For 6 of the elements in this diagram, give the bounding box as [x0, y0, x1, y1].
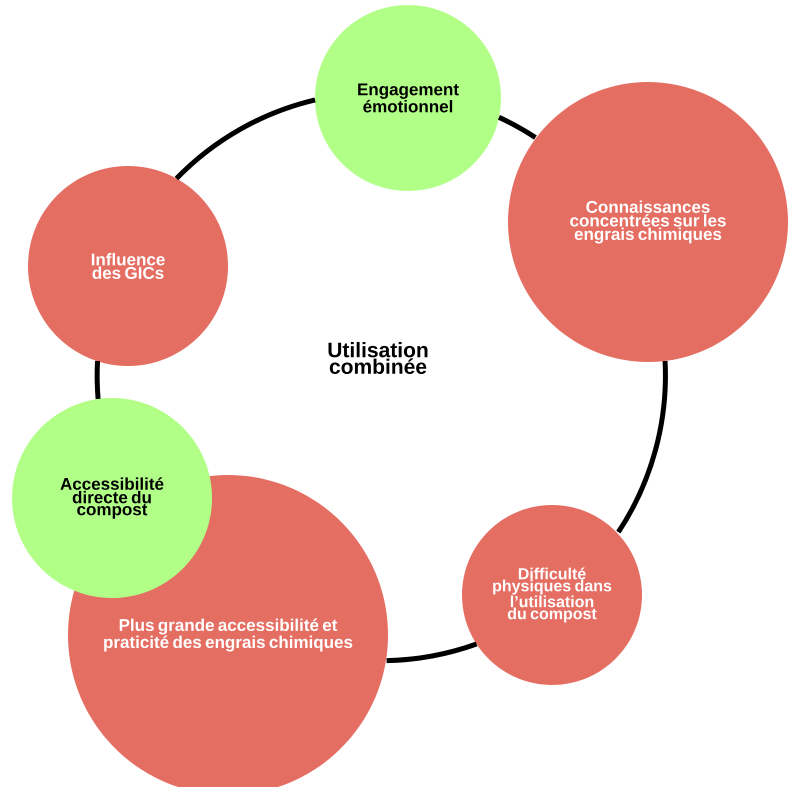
- ring-arc: [386, 642, 478, 664]
- ring-arc: [94, 360, 101, 400]
- ring-arc: [616, 360, 668, 534]
- ring-arc: [498, 115, 537, 140]
- ring-arc: [174, 98, 316, 180]
- center-label: Utilisation combinée: [328, 342, 428, 374]
